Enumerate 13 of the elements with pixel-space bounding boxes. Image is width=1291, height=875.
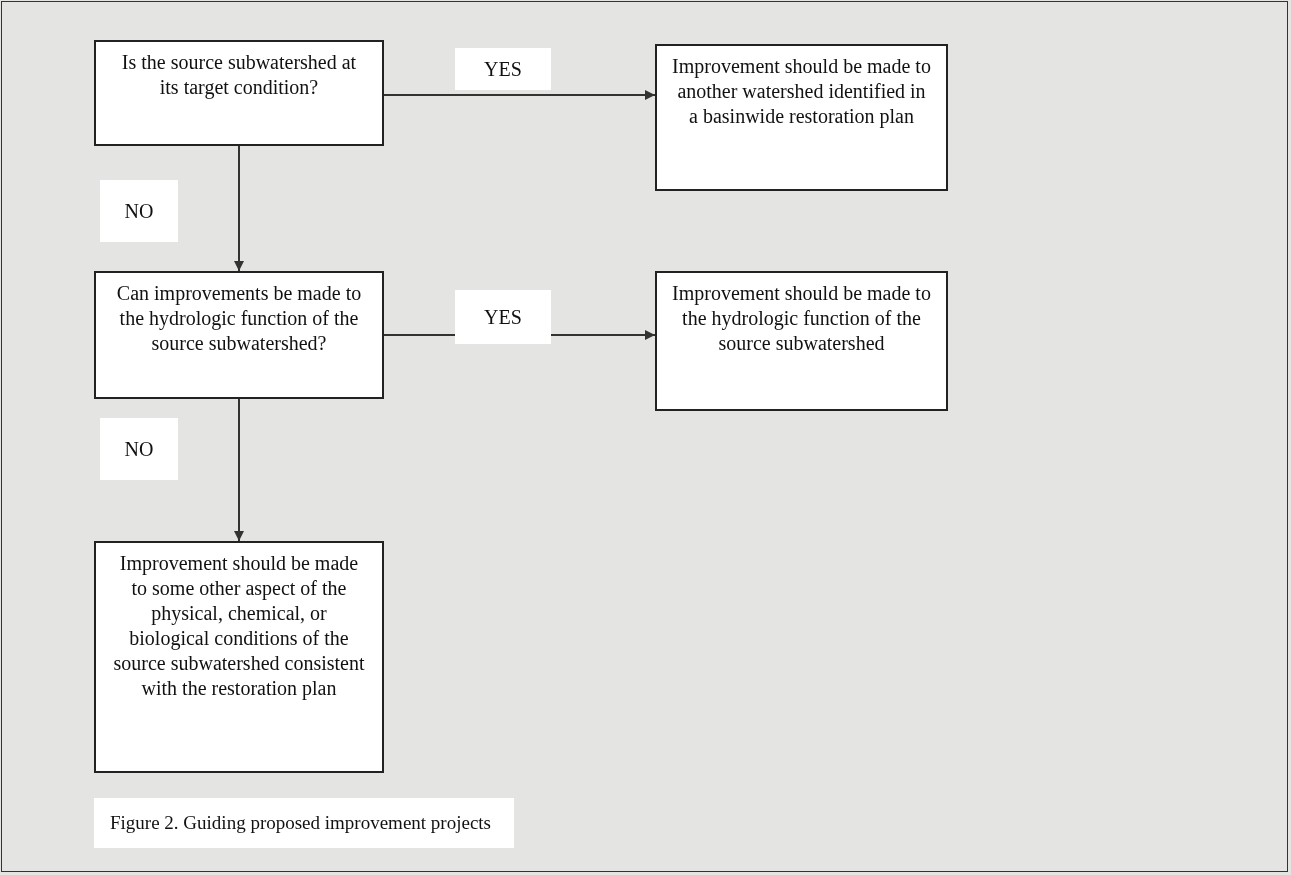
edge-label: NO: [100, 180, 178, 242]
edge-label: NO: [100, 418, 178, 480]
edge-label: YES: [455, 48, 551, 90]
arrow: [383, 90, 656, 100]
figure-caption: Figure 2. Guiding proposed improvement projects: [94, 798, 514, 848]
outcome-box: Improvement should be made to the hydrologic function of the source subwatershed: [655, 271, 948, 411]
arrow: [234, 398, 244, 542]
outcome-box: Improvement should be made to some other aspect of the physical, chemical, or biological conditions of the source subwatershed consistent with the restoration plan: [94, 541, 384, 773]
edge-label: YES: [455, 290, 551, 344]
outcome-box: Improvement should be made to another watershed identified in a basinwide restoration plan: [655, 44, 948, 191]
arrow: [234, 145, 244, 272]
question-box: Can improvements be made to the hydrologic function of the source subwatershed?: [94, 271, 384, 399]
question-box: Is the source subwatershed at its target condition?: [94, 40, 384, 146]
